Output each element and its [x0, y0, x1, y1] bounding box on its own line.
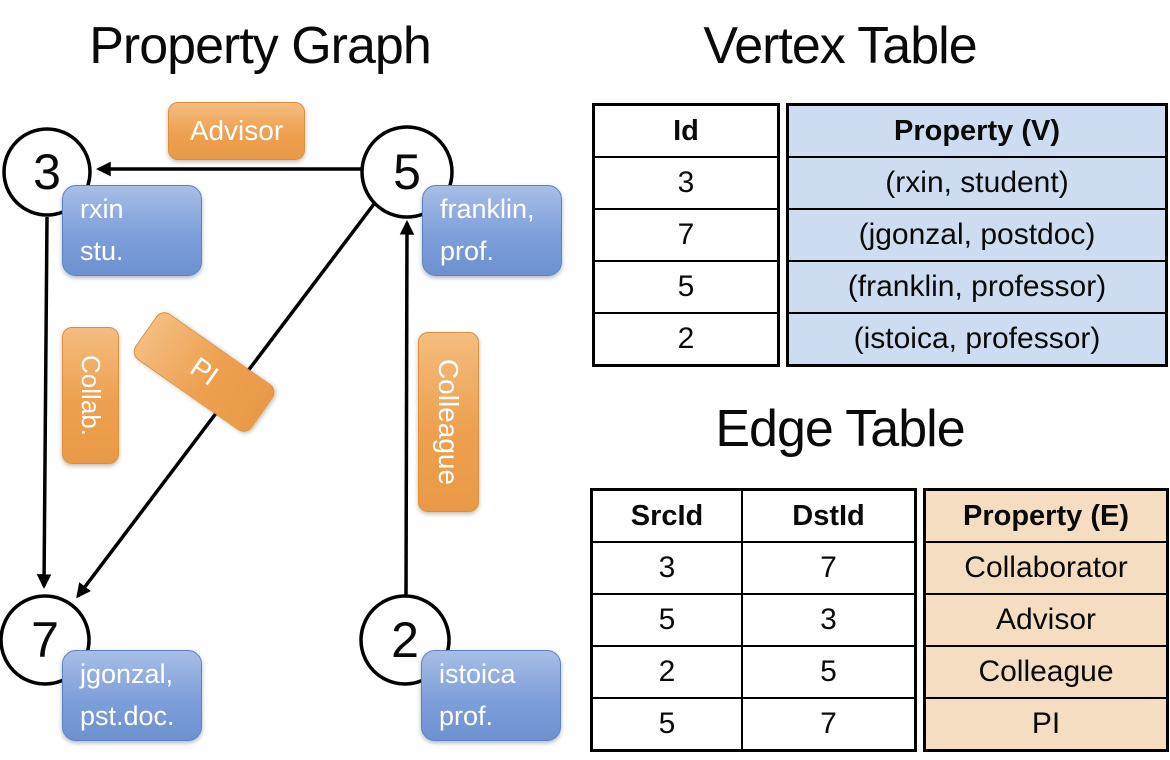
edge-table-cell-property: Collaborator: [926, 541, 1166, 593]
vertex-label-line: jgonzal,: [80, 659, 174, 689]
property-graph-title: Property Graph: [89, 17, 432, 75]
edge-table-header-dstid: DstId: [741, 491, 914, 541]
vertex-table-cell-property: (rxin, student): [789, 156, 1165, 208]
edge-table-row: 2 5: [593, 645, 914, 697]
edge-table-row: 3 7: [593, 541, 914, 593]
vertex-label-line: prof.: [440, 236, 495, 266]
vertex-table-cell-property: (franklin, professor): [789, 260, 1165, 312]
vertex-table-header-property: Property (V): [894, 114, 1060, 147]
edge-label-colleague: Colleague: [418, 332, 479, 512]
edge-label-collab: Collab.: [62, 327, 119, 464]
edge-3-to-7: [36, 216, 52, 589]
edge-table-cell-dst: 3: [741, 595, 914, 645]
edge-table-cell-property: PI: [926, 697, 1166, 749]
edge-label-colleague-text: Colleague: [433, 358, 465, 486]
edge-table-row: 5 3: [593, 593, 914, 645]
edge-table-cell-src: 3: [658, 551, 676, 584]
edge-label-collab-text: Collab.: [76, 355, 106, 436]
edge-table-property-column: Property (E) Collaborator Advisor Collea…: [923, 488, 1169, 752]
vertex-table-header-id: Id: [673, 114, 699, 147]
vertex-table-cell-id: 3: [595, 156, 777, 208]
edge-table-cell-src: 5: [658, 707, 676, 740]
vertex-label-line: prof.: [439, 701, 494, 731]
vertex-label-line: franklin,: [440, 194, 535, 224]
edge-table-header-property: Property (E): [963, 499, 1129, 532]
edge-table-cell-src: 2: [658, 655, 676, 688]
vertex-table-cell-property: (istoica, professor): [789, 312, 1165, 364]
vertex-table-id-column: Id 3 7 5 2: [592, 103, 780, 367]
vertex-table-cell-id: 5: [595, 260, 777, 312]
edge-table-header-srcid: SrcId: [630, 499, 704, 532]
vertex-label-line: rxin: [80, 194, 124, 224]
vertex-label-jgonzal: jgonzal, pst.doc.: [62, 650, 202, 741]
edge-table-cell-dst: 7: [741, 699, 914, 749]
vertex-table-property-column: Property (V) (rxin, student) (jgonzal, p…: [786, 103, 1168, 367]
vertex-table-cell-id: 7: [595, 208, 777, 260]
edge-table-cell-src: 5: [658, 603, 676, 636]
edge-table-cell-property: Colleague: [926, 645, 1166, 697]
edge-label-pi-text: PI: [184, 351, 225, 392]
vertex-label-line: stu.: [80, 236, 124, 266]
edge-table-cell-dst: 5: [741, 647, 914, 697]
edge-table-cell-dst: 7: [741, 543, 914, 593]
vertex-label-franklin: franklin, prof.: [422, 185, 562, 276]
edge-table-title: Edge Table: [715, 400, 965, 458]
edge-2-to-5: [399, 220, 415, 596]
vertex-table-cell-id: 2: [595, 312, 777, 364]
vertex-label-line: pst.doc.: [80, 701, 175, 731]
vertex-label-istoica: istoica prof.: [421, 650, 561, 741]
vertex-label-rxin: rxin stu.: [62, 185, 202, 276]
edge-table-cell-property: Advisor: [926, 593, 1166, 645]
edge-label-advisor: Advisor: [168, 102, 305, 160]
edge-table-id-columns: SrcId DstId 3 7 5 3 2 5 5 7: [590, 488, 917, 752]
vertex-table-title: Vertex Table: [703, 17, 977, 75]
edge-table: SrcId DstId 3 7 5 3 2 5 5 7 Property (E)…: [590, 488, 1169, 752]
edge-table-header-row: SrcId DstId: [593, 491, 914, 541]
vertex-table: Id 3 7 5 2 Property (V) (rxin, student) …: [592, 103, 1168, 367]
edge-table-row: 5 7: [593, 697, 914, 749]
vertex-label-line: istoica: [439, 659, 516, 689]
vertex-table-cell-property: (jgonzal, postdoc): [789, 208, 1165, 260]
edge-label-advisor-text: Advisor: [189, 115, 284, 146]
